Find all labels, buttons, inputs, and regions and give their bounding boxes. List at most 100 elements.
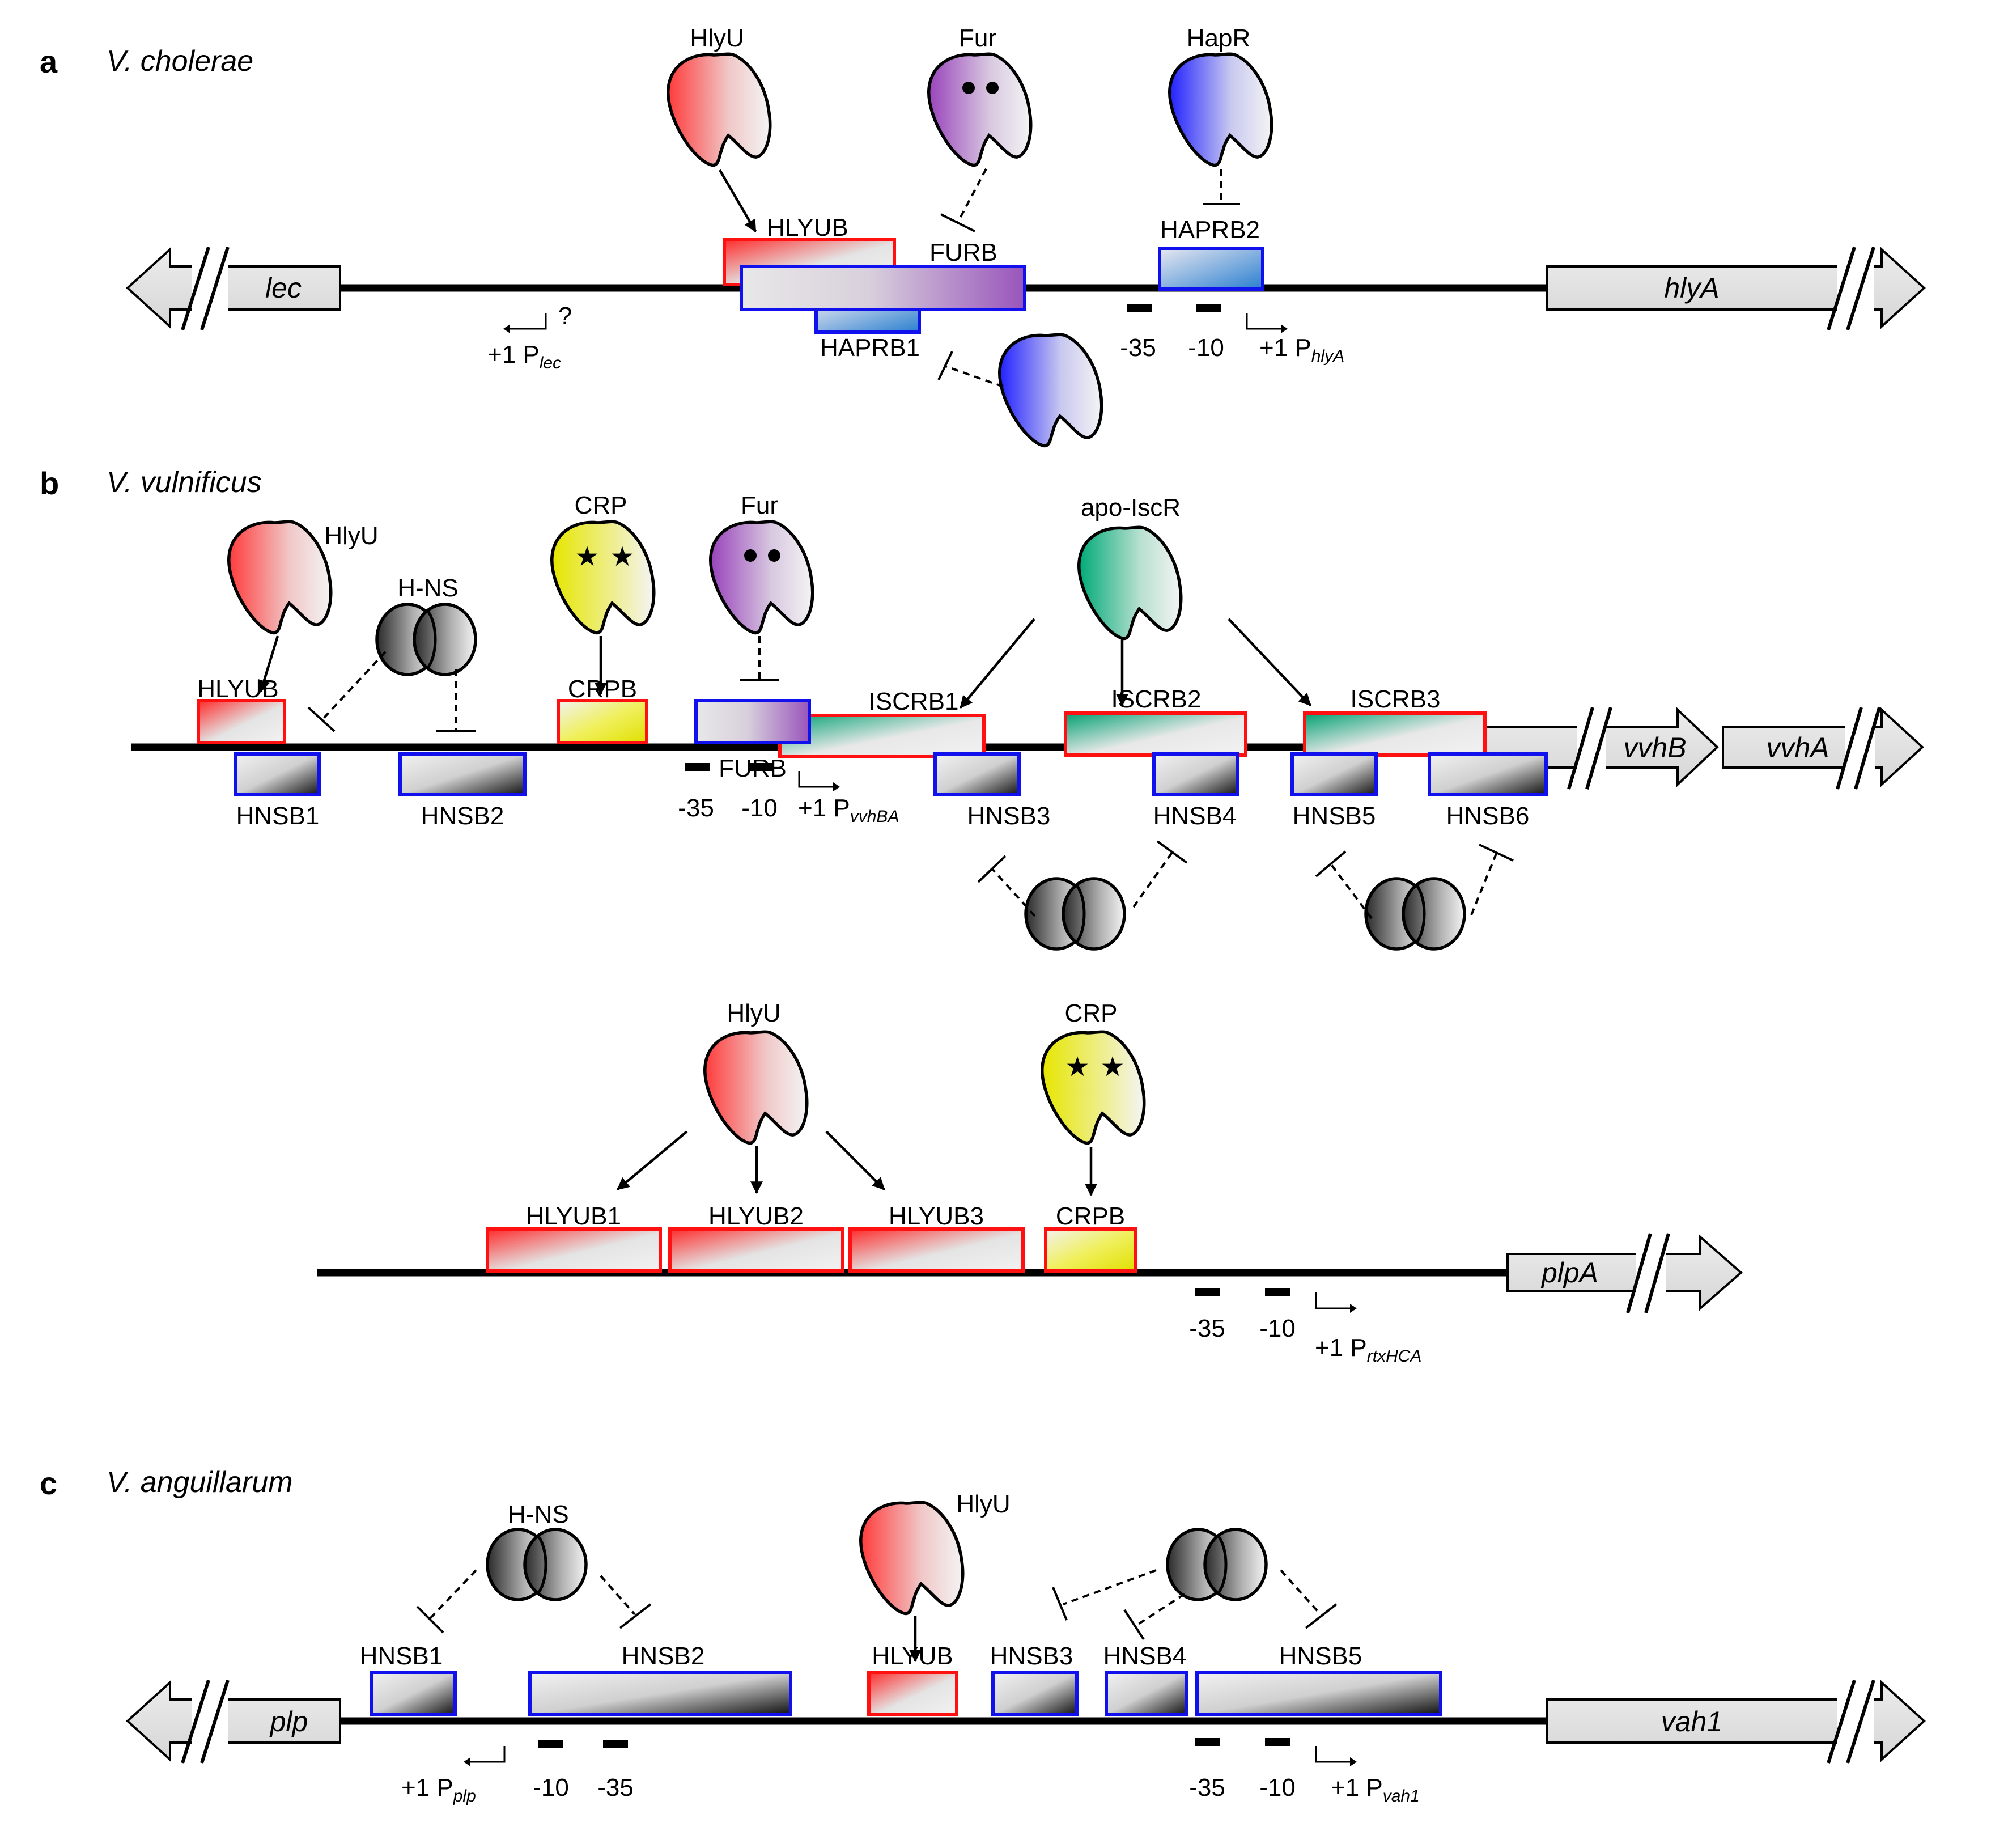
repression-bar [937, 351, 953, 380]
site-hnsb1-b [234, 752, 321, 796]
gene-label-lec: lec [265, 272, 302, 304]
break-mark [1827, 247, 1875, 330]
protein-label-crp-b2: CRP [1065, 999, 1118, 1027]
site-hlyub-c [867, 1671, 958, 1716]
panel-c-species: V. anguillarum [107, 1466, 293, 1499]
tss-lec [510, 313, 547, 330]
label-35-b2: -35 [1189, 1315, 1225, 1342]
repression-bar [1305, 1603, 1338, 1629]
panel-c-letter: c [40, 1465, 57, 1501]
repression-hapr1-a [945, 365, 1004, 388]
protein-label-crp-b1: CRP [575, 491, 627, 519]
site-hnsb5-b [1290, 752, 1378, 796]
break-mark [1626, 1233, 1670, 1313]
tss-label-plp: +1 Pplp [401, 1774, 476, 1805]
activation-arrow-hlyu-a [719, 169, 757, 232]
site-label-hnsb4-b: HNSB4 [1153, 802, 1237, 830]
site-label-hnsb3-b: HNSB3 [967, 802, 1051, 830]
panel-a-species: V. cholerae [107, 45, 253, 78]
repression-hns-hnsb6 [1470, 853, 1497, 915]
protein-label-fur-b1: Fur [741, 491, 778, 519]
protein-label-hns-c: H-NS [508, 1501, 569, 1528]
gene-label-vvhB: vvhB [1623, 732, 1686, 764]
tss-vvhBA [798, 771, 833, 788]
repression-bar [977, 855, 1007, 883]
activation-arrow-iscr-3 [1228, 618, 1311, 706]
box-35-c-left [603, 1740, 628, 1748]
repression-hns-hnsb3-c [1063, 1569, 1157, 1605]
repression-bar [1052, 1587, 1068, 1621]
tss-vah1 [1315, 1746, 1350, 1763]
protein-label-hlyu-b1: HlyU [324, 522, 378, 550]
break-mark [1567, 707, 1612, 790]
tss-rtxHCA [1315, 1292, 1350, 1309]
site-label-haprb1: HAPRB1 [820, 334, 920, 362]
site-hlyub2 [668, 1227, 844, 1273]
repression-hns-hnsb2-c [600, 1575, 636, 1616]
break-mark [1827, 1680, 1875, 1764]
label-10-c-left: -10 [533, 1774, 569, 1802]
box-10-a [1196, 304, 1221, 312]
protein-label-hapr-a: HapR [1187, 24, 1251, 52]
site-label-hlyub-a: HLYUB [767, 214, 848, 241]
site-hnsb5-c [1195, 1671, 1442, 1716]
protein-label-iscr-b1: apo-IscR [1081, 494, 1181, 522]
site-iscrb3 [1303, 711, 1487, 757]
repression-bar [619, 1603, 652, 1629]
protein-hns-b1-lower1 [1024, 877, 1126, 951]
site-crpb-b [557, 699, 648, 744]
repression-hns-hnsb4 [1132, 851, 1173, 908]
label-35-c-left: -35 [597, 1774, 634, 1802]
label-10-a: -10 [1188, 334, 1224, 362]
gene-label-plpA: plpA [1540, 1257, 1598, 1288]
site-label-hnsb5-b: HNSB5 [1293, 802, 1376, 830]
box-10-b1 [748, 763, 773, 771]
protein-label-hlyu-a: HlyU [690, 24, 744, 52]
repression-hns-hnsb4-c [1135, 1593, 1186, 1627]
protein-crp-b2: ★★ [1042, 1032, 1144, 1143]
box-10-c-left [538, 1740, 563, 1748]
site-label-hnsb3-c: HNSB3 [990, 1642, 1073, 1670]
site-label-hlyub-c: HLYUB [872, 1642, 953, 1670]
site-hnsb1-c [370, 1671, 457, 1716]
box-35-c-right [1195, 1738, 1220, 1746]
repression-bar [940, 213, 975, 232]
protein-iscr-b1 [1079, 527, 1181, 638]
repression-hns-hnsb5-c [1280, 1569, 1322, 1616]
repression-hns-hnsb1-c [427, 1569, 477, 1621]
site-hnsb4-b [1152, 752, 1239, 796]
site-label-crpb-b: CRPB [568, 675, 637, 703]
repression-bar [1123, 1609, 1145, 1641]
site-label-haprb2: HAPRB2 [1160, 216, 1260, 244]
site-label-hlyub2: HLYUB2 [708, 1202, 804, 1230]
protein-label-fur-a: Fur [959, 24, 996, 52]
site-label-hnsb4-c: HNSB4 [1103, 1642, 1187, 1670]
protein-hapr-a [1170, 54, 1272, 165]
site-label-hnsb1-b: HNSB1 [236, 802, 320, 830]
tss-label-lec: +1 Plec [487, 341, 561, 372]
site-label-crpb-b2: CRPB [1056, 1202, 1125, 1230]
site-iscrb1 [778, 714, 986, 758]
panel-b-letter: b [40, 465, 59, 501]
protein-label-hns-b1: H-NS [397, 574, 459, 602]
repression-bar [307, 706, 336, 732]
site-hnsb3-c [991, 1671, 1079, 1716]
tss-lec-head [503, 324, 510, 333]
tss-plp-head [464, 1757, 470, 1766]
protein-fur-b1 [711, 522, 813, 633]
box-10-b2 [1265, 1288, 1290, 1296]
site-label-hlyub3: HLYUB3 [889, 1202, 984, 1230]
gene-plpA [1506, 1234, 1743, 1311]
crp-star: ★ [610, 542, 634, 572]
label-35-c-right: -35 [1189, 1774, 1225, 1802]
crp-star: ★ [1100, 1052, 1124, 1082]
site-furb-a [740, 265, 1026, 311]
tss-hlyA [1246, 313, 1281, 330]
site-label-hlyub1: HLYUB1 [526, 1202, 621, 1230]
break-mark [181, 1680, 230, 1764]
site-hnsb2-c [528, 1671, 792, 1716]
site-crpb-b2 [1044, 1227, 1137, 1273]
site-hlyub-b [197, 699, 286, 744]
repression-bar [416, 1605, 444, 1634]
protein-hns-c-left [486, 1528, 588, 1601]
